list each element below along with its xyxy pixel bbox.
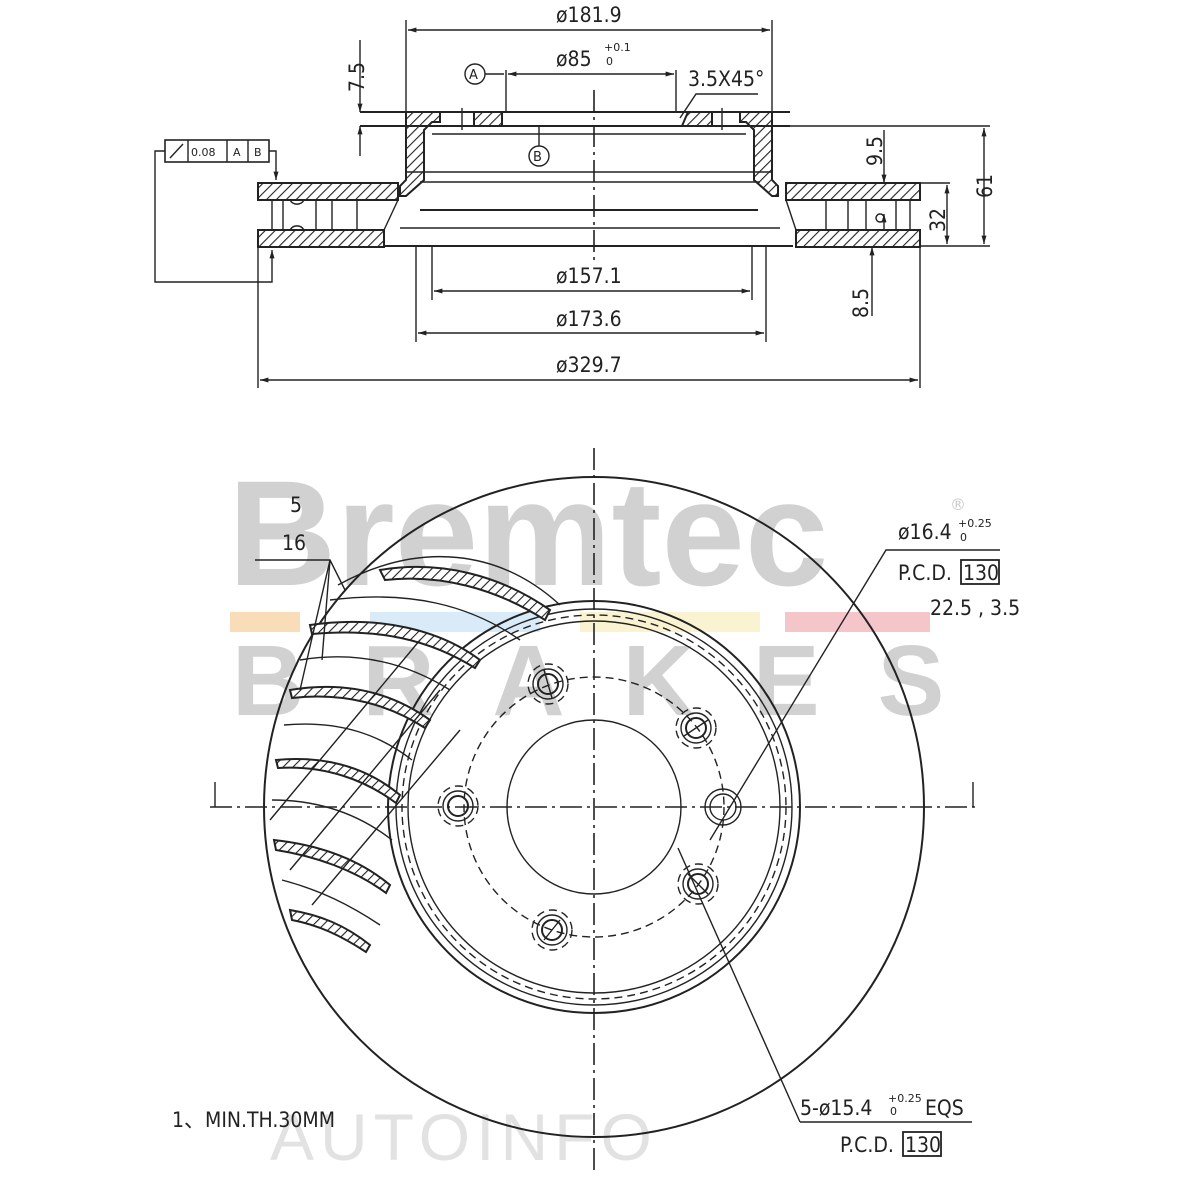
vane-count-top: 5 bbox=[290, 493, 302, 517]
friction-plate-left-bottom bbox=[257, 229, 385, 248]
watermark-brand-bottom: BRAKES bbox=[232, 625, 1002, 737]
dim-total-height: 61 bbox=[973, 174, 997, 198]
bolt-hole-2 bbox=[675, 707, 717, 749]
friction-plate-right-top bbox=[785, 182, 921, 201]
dim-lower-plate: 8.5 bbox=[849, 288, 873, 318]
datum-a-label: A bbox=[469, 68, 478, 83]
feature-control-frame: 0.08 A B bbox=[154, 139, 279, 283]
stud-hole-pcd-box bbox=[960, 559, 1000, 585]
dim-chamfer: 3.5X45° bbox=[688, 67, 764, 91]
dim-hat-thickness: 7.5 bbox=[345, 62, 369, 92]
dim-inner-diameter-1: ø157.1 bbox=[556, 264, 622, 288]
dim-inner-face-offset: 9.5 bbox=[863, 136, 887, 166]
stud-hole-diameter: ø16.4 bbox=[898, 520, 952, 544]
min-thickness-note: 1、MIN.TH.30MM bbox=[172, 1108, 335, 1132]
stud-hole-tol-upper: +0.25 bbox=[958, 517, 992, 530]
stud-hole-angles: 22.5 , 3.5 bbox=[930, 596, 1020, 620]
vane-count-callout: 5 16 bbox=[255, 493, 346, 691]
hat-wall-left bbox=[399, 111, 441, 197]
fcf-datum-2: B bbox=[254, 146, 262, 159]
watermark: Bremtec ® BRAKES AUTOINFO bbox=[228, 449, 1002, 1174]
dim-center-bore-tol-upper: +0.1 bbox=[604, 41, 631, 54]
bolt-hole-pcd-label: P.C.D. bbox=[840, 1133, 894, 1157]
hat-flange-left bbox=[473, 111, 503, 127]
friction-plate-right-bottom bbox=[795, 229, 921, 248]
stud-hole-tol-lower: 0 bbox=[960, 531, 967, 544]
circular-runout-icon bbox=[169, 143, 184, 159]
stud-hole-pcd-value: 130 bbox=[963, 561, 999, 585]
datum-b-label: B bbox=[533, 150, 542, 165]
dim-disc-thickness: 32 bbox=[926, 208, 950, 232]
watermark-stripe-orange bbox=[230, 612, 300, 632]
dim-center-bore: ø85 bbox=[556, 47, 592, 71]
bolt-hole-diameter: 5-ø15.4 bbox=[800, 1096, 872, 1120]
watermark-registered-mark: ® bbox=[950, 495, 966, 514]
bolt-hole-tol-upper: +0.25 bbox=[888, 1092, 922, 1105]
friction-plate-left-top bbox=[257, 182, 399, 201]
bolt-hole-3 bbox=[677, 863, 719, 905]
hat-wall-right bbox=[739, 111, 779, 197]
stud-hole bbox=[704, 788, 742, 826]
plan-view: 5 16 ø16.4 +0.25 0 P.C.D. 130 22.5 , 3.5… bbox=[172, 448, 1020, 1170]
watermark-brand-top: Bremtec bbox=[228, 449, 828, 617]
dim-hat-outer-diameter: ø181.9 bbox=[556, 3, 622, 27]
bolt-hole-pcd-value: 130 bbox=[905, 1133, 941, 1157]
bolt-hole-4 bbox=[531, 909, 573, 951]
watermark-stripe-blue bbox=[370, 612, 540, 632]
bolt-hole-suffix: EQS bbox=[925, 1096, 964, 1120]
datum-b-bubble bbox=[528, 145, 550, 167]
vane-count-bottom: 16 bbox=[282, 531, 306, 555]
stud-hole-pcd-label: P.C.D. bbox=[898, 561, 952, 585]
vane-cutaway bbox=[269, 555, 561, 954]
section-view: ø181.9 ø85 +0.1 0 A 3.5X45° 7.5 B 0.08 bbox=[154, 3, 997, 388]
dim-outer-diameter: ø329.7 bbox=[556, 353, 622, 377]
stud-hole-callout: ø16.4 +0.25 0 P.C.D. 130 22.5 , 3.5 bbox=[709, 517, 1020, 841]
fcf-tolerance: 0.08 bbox=[191, 146, 216, 159]
bolt-hole-5 bbox=[437, 785, 479, 827]
watermark-stripe-yellow bbox=[580, 612, 760, 632]
bolt-hole-1 bbox=[527, 663, 569, 705]
fcf-datum-1: A bbox=[233, 146, 241, 159]
bolt-hole-tol-lower: 0 bbox=[890, 1105, 897, 1118]
dim-center-bore-tol-lower: 0 bbox=[606, 55, 613, 68]
bolt-hole-callout: 5-ø15.4 +0.25 0 EQS P.C.D. 130 bbox=[677, 847, 972, 1157]
watermark-stripe-red bbox=[785, 612, 930, 632]
hat-flange-right bbox=[680, 111, 713, 127]
dim-inner-diameter-2: ø173.6 bbox=[556, 307, 622, 331]
bolt-hole-pcd-box bbox=[902, 1131, 942, 1157]
